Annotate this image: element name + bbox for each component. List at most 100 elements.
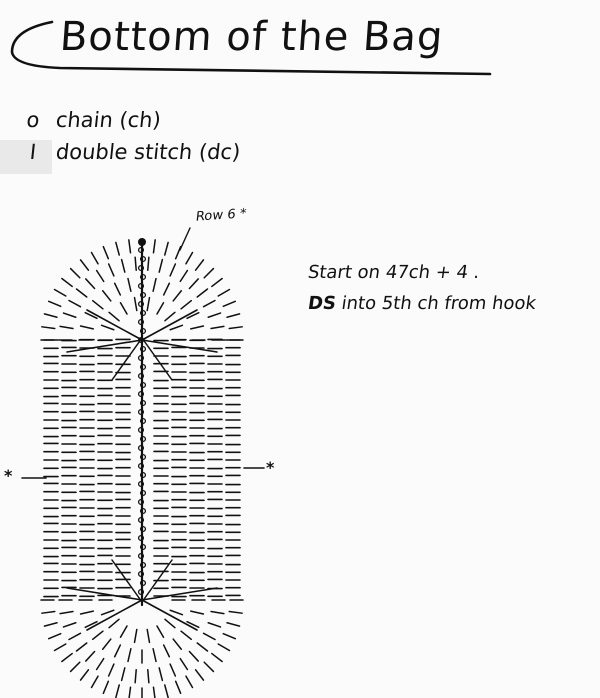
chain-mark bbox=[137, 372, 145, 380]
chain-mark bbox=[139, 399, 147, 407]
increase-line bbox=[141, 339, 218, 353]
chain-mark bbox=[139, 471, 147, 479]
chain-mark bbox=[137, 264, 145, 272]
increase-line bbox=[66, 587, 143, 601]
double-stitch-mark bbox=[113, 282, 122, 296]
double-stitch-mark bbox=[119, 625, 128, 638]
chain-mark bbox=[139, 561, 147, 569]
chain-mark bbox=[137, 354, 145, 362]
chain-mark bbox=[137, 300, 145, 308]
chain-mark bbox=[139, 309, 147, 317]
double-stitch-mark bbox=[189, 610, 205, 615]
increase-line bbox=[111, 559, 143, 603]
chain-mark bbox=[139, 363, 147, 371]
double-stitch-mark bbox=[228, 610, 243, 614]
chain-mark bbox=[139, 381, 147, 389]
double-stitch-mark bbox=[69, 267, 81, 279]
double-stitch-mark bbox=[107, 263, 115, 277]
double-stitch-mark bbox=[211, 652, 223, 663]
chain-mark bbox=[137, 318, 145, 326]
double-stitch-mark bbox=[188, 278, 199, 290]
chain-mark bbox=[139, 579, 147, 587]
double-stitch-mark bbox=[162, 644, 171, 658]
double-stitch-mark bbox=[47, 632, 62, 640]
double-stitch-mark bbox=[169, 324, 184, 331]
chain-mark bbox=[139, 507, 147, 515]
double-stitch-mark bbox=[84, 620, 98, 629]
double-stitch-mark bbox=[156, 625, 165, 638]
increase-line bbox=[141, 587, 218, 601]
double-stitch-mark bbox=[119, 302, 128, 315]
double-stitch-mark bbox=[69, 661, 81, 673]
double-stitch-mark bbox=[179, 269, 189, 283]
double-stitch-mark bbox=[202, 299, 216, 308]
chain-mark bbox=[137, 426, 145, 434]
chain-mark bbox=[139, 345, 147, 353]
double-stitch-mark bbox=[115, 684, 120, 698]
double-stitch-mark bbox=[102, 245, 110, 260]
double-stitch-mark bbox=[53, 643, 67, 652]
double-stitch-mark bbox=[222, 300, 237, 308]
double-stitch-mark bbox=[196, 288, 209, 298]
chain-mark bbox=[139, 291, 147, 299]
double-stitch-mark bbox=[185, 251, 194, 265]
title-underline bbox=[10, 20, 492, 76]
double-stitch-mark bbox=[169, 263, 177, 277]
double-stitch-mark bbox=[180, 299, 193, 310]
chain-mark bbox=[137, 246, 145, 254]
double-stitch-mark bbox=[133, 628, 138, 644]
double-stitch-mark bbox=[158, 258, 164, 273]
chain-mark bbox=[139, 489, 147, 497]
chain-mark bbox=[137, 390, 145, 398]
increase-line bbox=[111, 337, 143, 381]
double-stitch-mark bbox=[134, 669, 137, 684]
chain-mark bbox=[137, 462, 145, 470]
double-stitch-mark bbox=[179, 657, 189, 671]
double-stitch-mark bbox=[79, 325, 95, 330]
double-stitch-mark bbox=[226, 622, 241, 627]
double-stitch-mark bbox=[172, 638, 183, 651]
chain-mark bbox=[137, 552, 145, 560]
double-stitch-mark bbox=[100, 324, 115, 331]
double-stitch-mark bbox=[147, 256, 150, 271]
double-stitch-mark bbox=[128, 239, 132, 254]
double-stitch-mark bbox=[85, 650, 96, 662]
double-stitch-mark bbox=[79, 259, 90, 271]
double-stitch-mark bbox=[68, 299, 82, 308]
double-stitch-mark bbox=[43, 313, 58, 318]
double-stitch-mark bbox=[133, 296, 138, 312]
double-stitch-mark bbox=[217, 288, 231, 297]
double-stitch-mark bbox=[152, 686, 156, 698]
double-stitch-mark bbox=[62, 312, 77, 319]
double-stitch-mark bbox=[85, 278, 96, 290]
double-stitch-mark bbox=[196, 642, 209, 652]
double-stitch-mark bbox=[152, 647, 157, 663]
chain-mark bbox=[137, 570, 145, 578]
double-stitch-mark bbox=[222, 632, 237, 640]
double-stitch-mark bbox=[174, 680, 182, 695]
double-stitch-mark bbox=[203, 267, 215, 279]
double-stitch-mark bbox=[101, 289, 112, 302]
double-stitch-mark bbox=[228, 326, 243, 330]
double-stitch-mark bbox=[147, 669, 150, 684]
double-stitch-mark bbox=[68, 632, 82, 641]
double-stitch-mark bbox=[127, 277, 132, 293]
chain-mark bbox=[139, 327, 147, 335]
chain-mark bbox=[137, 498, 145, 506]
chain-mark bbox=[137, 534, 145, 542]
chain-mark bbox=[139, 543, 147, 551]
double-stitch-mark bbox=[84, 311, 98, 320]
double-stitch-mark bbox=[158, 667, 164, 682]
double-stitch-mark bbox=[75, 642, 88, 652]
double-stitch-mark bbox=[95, 269, 105, 283]
double-stitch-mark bbox=[127, 647, 132, 663]
chain-mark bbox=[137, 516, 145, 524]
double-stitch-mark bbox=[164, 618, 176, 629]
double-stitch-mark bbox=[152, 277, 157, 293]
marker-star-left: * bbox=[4, 466, 13, 485]
double-stitch-mark bbox=[156, 302, 165, 315]
row-label-pointer bbox=[179, 227, 191, 251]
chain-mark bbox=[139, 273, 147, 281]
double-stitch-mark bbox=[90, 675, 99, 689]
